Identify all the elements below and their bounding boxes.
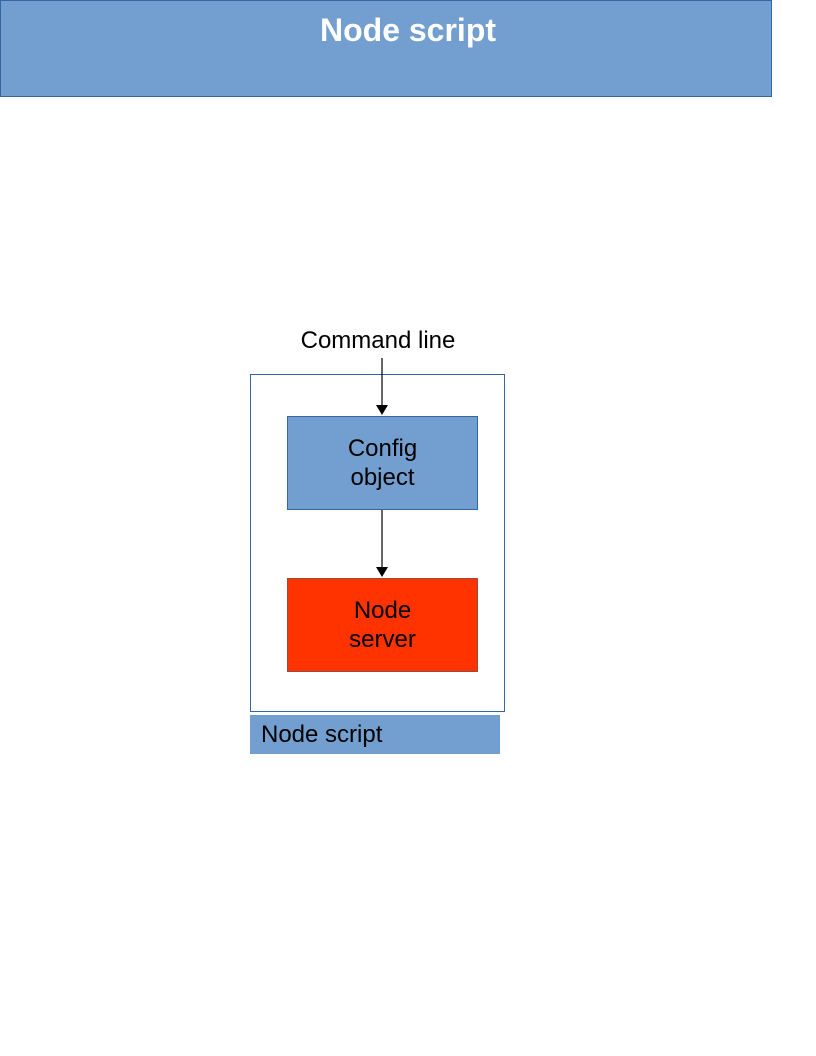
title-banner (0, 0, 772, 97)
node-server-node: Node server (287, 578, 478, 672)
config-object-label: Config object (347, 435, 418, 491)
command-line-label: Command line (300, 327, 456, 354)
container-caption: Node script (250, 715, 500, 754)
node-script-container (250, 374, 505, 712)
node-server-label: Node server (349, 597, 416, 653)
page-title: Node script (319, 12, 497, 48)
config-object-node: Config object (287, 416, 478, 510)
